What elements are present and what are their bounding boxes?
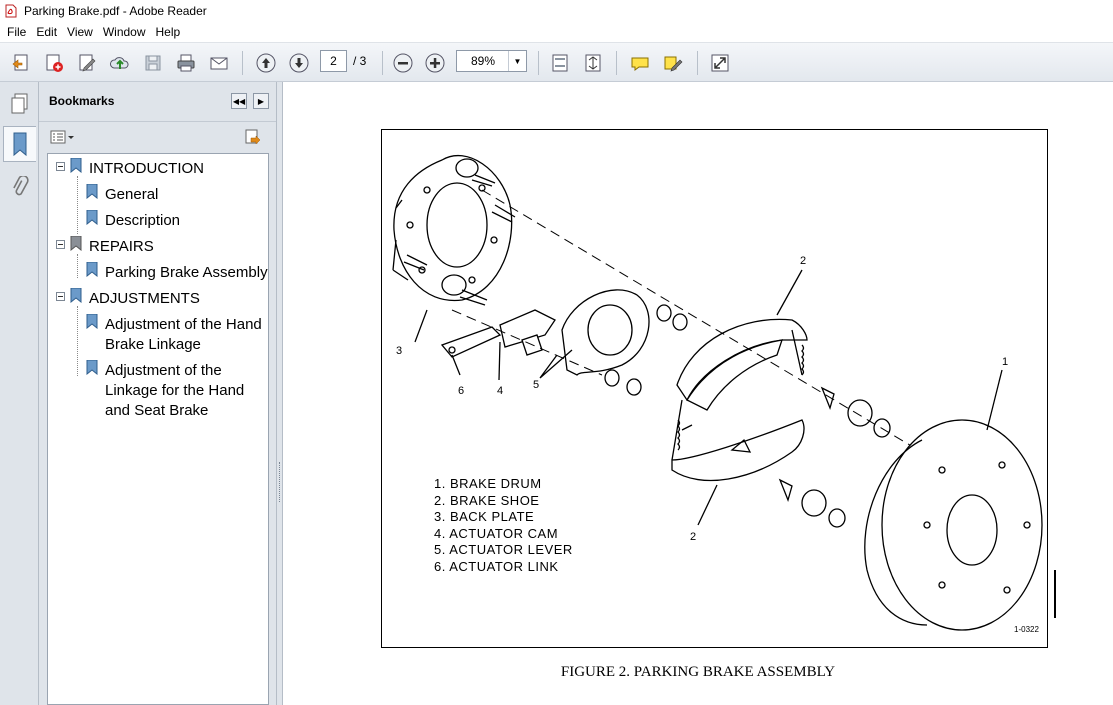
- chevron-down-icon[interactable]: ▼: [508, 51, 526, 71]
- bookmarks-title: Bookmarks: [49, 94, 115, 108]
- fit-width-icon[interactable]: [580, 50, 606, 76]
- bookmarks-tree: INTRODUCTION General Description REPAIRS…: [47, 153, 269, 705]
- callout-2-top: 2: [800, 255, 807, 267]
- bookmark-introduction[interactable]: INTRODUCTION: [89, 160, 204, 177]
- tree-connector: [77, 176, 78, 234]
- callout-1: 1: [1002, 356, 1009, 368]
- parking-brake-drawing: [392, 154, 1043, 631]
- bookmark-icon: [86, 360, 98, 375]
- bookmark-general[interactable]: General: [105, 186, 159, 203]
- toolbar-separator: [697, 51, 698, 75]
- expand-icon[interactable]: [707, 50, 733, 76]
- menu-edit[interactable]: Edit: [36, 25, 58, 39]
- bookmark-icon: [86, 184, 98, 199]
- splitter-grip[interactable]: [279, 462, 281, 502]
- bookmark-parking-brake-assembly[interactable]: Parking Brake Assembly: [105, 264, 268, 281]
- legend-item: 2. BRAKE SHOE: [434, 492, 540, 508]
- tree-connector: [77, 254, 78, 278]
- navigation-pane: [0, 82, 39, 705]
- bookmarks-toolbar: [39, 123, 276, 153]
- callout-2-bottom: 2: [690, 531, 697, 543]
- previous-page-icon[interactable]: [253, 50, 279, 76]
- bookmark-icon: [86, 210, 98, 225]
- collapse-adjustments-icon[interactable]: [56, 292, 65, 301]
- tree-connector: [77, 306, 78, 376]
- highlight-icon[interactable]: [660, 50, 686, 76]
- options-menu-icon[interactable]: [50, 130, 76, 147]
- save-icon[interactable]: [140, 50, 166, 76]
- attachments-icon[interactable]: [3, 170, 36, 206]
- window-title: Parking Brake.pdf - Adobe Reader: [24, 4, 207, 18]
- zoom-input[interactable]: [457, 51, 509, 71]
- bookmark-export-icon[interactable]: [244, 128, 262, 149]
- bookmark-adjustments[interactable]: ADJUSTMENTS: [89, 290, 200, 307]
- parts-legend: 1. BRAKE DRUM 2. BRAKE SHOE 3. BACK PLAT…: [434, 476, 573, 575]
- bookmark-icon: [86, 314, 98, 329]
- figure-caption: FIGURE 2. PARKING BRAKE ASSEMBLY: [560, 664, 836, 680]
- menu-bar: File Edit View Window Help: [0, 22, 1113, 42]
- fit-page-icon[interactable]: [547, 50, 573, 76]
- bookmark-seat-brake-line1[interactable]: Adjustment of the: [105, 362, 222, 379]
- title-bar: Parking Brake.pdf - Adobe Reader: [0, 0, 1113, 22]
- toolbar-separator: [616, 51, 617, 75]
- email-icon[interactable]: [206, 50, 232, 76]
- cloud-upload-icon[interactable]: [107, 50, 133, 76]
- collapse-repairs-icon[interactable]: [56, 240, 65, 249]
- collapse-panel-icon[interactable]: ◀◀: [231, 93, 247, 109]
- bookmark-icon: [70, 236, 82, 251]
- bookmark-repairs[interactable]: REPAIRS: [89, 238, 154, 255]
- legend-item: 4. ACTUATOR CAM: [434, 525, 559, 541]
- panel-splitter[interactable]: [276, 82, 283, 705]
- create-pdf-icon[interactable]: [41, 50, 67, 76]
- page-total: / 3: [353, 54, 367, 68]
- menu-file[interactable]: File: [7, 25, 27, 39]
- menu-window[interactable]: Window: [102, 25, 146, 39]
- page-thumbnails-icon[interactable]: [3, 86, 36, 122]
- bookmark-hand-brake-linkage-line1[interactable]: Adjustment of the Hand: [105, 316, 262, 333]
- zoom-select[interactable]: ▼: [456, 50, 527, 72]
- toolbar-separator: [242, 51, 243, 75]
- bookmark-seat-brake-line3[interactable]: and Seat Brake: [105, 402, 209, 419]
- zoom-out-icon[interactable]: [390, 50, 416, 76]
- callout-5: 5: [533, 379, 540, 391]
- legend-item: 3. BACK PLATE: [434, 509, 535, 524]
- figure-frame: 3 6 4 5 2 2 1 1. BRAKE DRUM 2. BRAKE SHO…: [381, 129, 1048, 648]
- page-number-input[interactable]: [320, 50, 347, 72]
- expand-panel-icon[interactable]: ▶: [253, 93, 269, 109]
- figure-code: 1-0322: [1014, 625, 1039, 634]
- bookmark-icon: [70, 158, 82, 173]
- callout-6: 6: [458, 385, 465, 397]
- toolbar-separator: [538, 51, 539, 75]
- pdf-icon: [4, 4, 18, 18]
- next-page-icon[interactable]: [286, 50, 312, 76]
- legend-item: 1. BRAKE DRUM: [434, 476, 542, 491]
- bookmark-icon: [86, 262, 98, 277]
- bookmarks-icon[interactable]: [3, 126, 36, 162]
- legend-item: 6. ACTUATOR LINK: [434, 558, 559, 574]
- comment-icon[interactable]: [627, 50, 653, 76]
- bookmark-description[interactable]: Description: [105, 212, 181, 229]
- bookmark-hand-brake-linkage-line2[interactable]: Brake Linkage: [105, 336, 201, 353]
- collapse-introduction-icon[interactable]: [56, 162, 65, 171]
- bookmark-icon: [70, 288, 82, 303]
- callout-3: 3: [396, 345, 403, 357]
- open-icon[interactable]: [8, 50, 34, 76]
- toolbar: [0, 42, 1113, 82]
- bookmark-seat-brake-line2[interactable]: Linkage for the Hand: [105, 382, 245, 399]
- bookmarks-panel: Bookmarks ◀◀ ▶ INTRODUCTION General Desc…: [39, 82, 276, 705]
- menu-help[interactable]: Help: [155, 25, 181, 39]
- print-icon[interactable]: [173, 50, 199, 76]
- menu-view[interactable]: View: [67, 25, 93, 39]
- scroll-indicator: [1054, 570, 1056, 618]
- zoom-in-icon[interactable]: [422, 50, 448, 76]
- bookmarks-header: Bookmarks ◀◀ ▶: [39, 82, 276, 122]
- callout-4: 4: [497, 385, 504, 397]
- toolbar-separator: [382, 51, 383, 75]
- document-view[interactable]: 3 6 4 5 2 2 1 1. BRAKE DRUM 2. BRAKE SHO…: [283, 82, 1113, 705]
- edit-pdf-icon[interactable]: [74, 50, 100, 76]
- legend-item: 5. ACTUATOR LEVER: [434, 542, 573, 557]
